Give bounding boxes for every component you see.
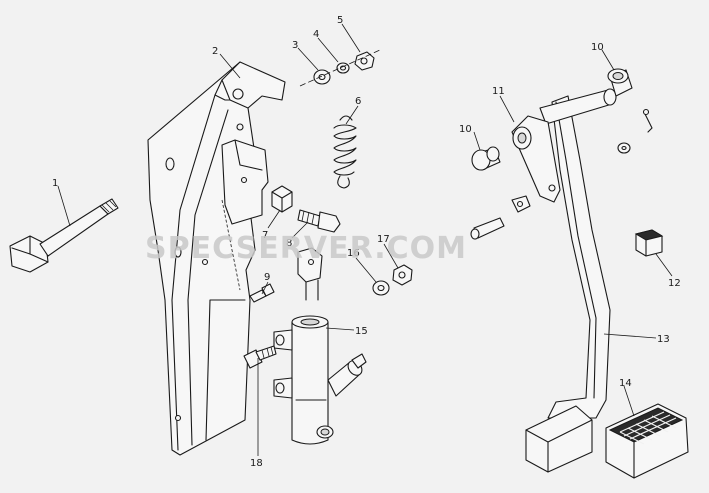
leader-lines [57, 23, 673, 456]
callout-15: 15 [355, 326, 368, 337]
master-cylinder [273, 247, 367, 445]
washer-right [617, 142, 631, 154]
nut-17 [392, 264, 413, 286]
callout-5: 5 [337, 15, 343, 26]
callout-12: 12 [668, 278, 681, 289]
lock-washer-4 [336, 62, 350, 74]
lever-11 [511, 115, 561, 213]
bushing-10-lower [471, 146, 501, 171]
bushing-10-upper [607, 68, 633, 97]
mounting-bracket [147, 61, 286, 456]
pedal-pad [605, 403, 689, 479]
washer-3 [313, 69, 331, 85]
callout-6: 6 [355, 96, 361, 107]
hex-nut-7 [271, 185, 293, 213]
callout-16: 16 [347, 248, 360, 259]
callout-1: 1 [52, 178, 58, 189]
callout-18: 18 [250, 458, 263, 469]
bolt-18 [243, 345, 277, 369]
callout-4: 4 [313, 29, 319, 40]
callout-2: 2 [212, 46, 218, 57]
rubber-stopper [634, 229, 664, 257]
washer-16 [372, 280, 390, 296]
callout-9: 9 [264, 272, 270, 283]
callout-3: 3 [292, 40, 298, 51]
nut-5 [354, 51, 375, 71]
callout-10-lower: 10 [459, 124, 472, 135]
cotter-pin [642, 108, 653, 133]
watermark-text: SPECSERVER.COM [145, 231, 467, 266]
return-spring [333, 115, 357, 189]
callout-14: 14 [619, 378, 632, 389]
callout-7: 7 [262, 230, 268, 241]
callout-8: 8 [286, 238, 292, 249]
bolt-8 [297, 209, 341, 233]
clevis-pin [470, 217, 505, 240]
callout-13: 13 [657, 334, 670, 345]
screw-9 [249, 283, 275, 303]
callout-11: 11 [492, 86, 505, 97]
callout-17: 17 [377, 234, 390, 245]
callout-10-upper: 10 [591, 42, 604, 53]
long-bolt [9, 198, 119, 273]
pedal-arm [525, 88, 617, 473]
callout-labels: 1 2 3 4 5 6 7 8 9 10 10 11 12 13 14 15 1… [52, 15, 681, 469]
